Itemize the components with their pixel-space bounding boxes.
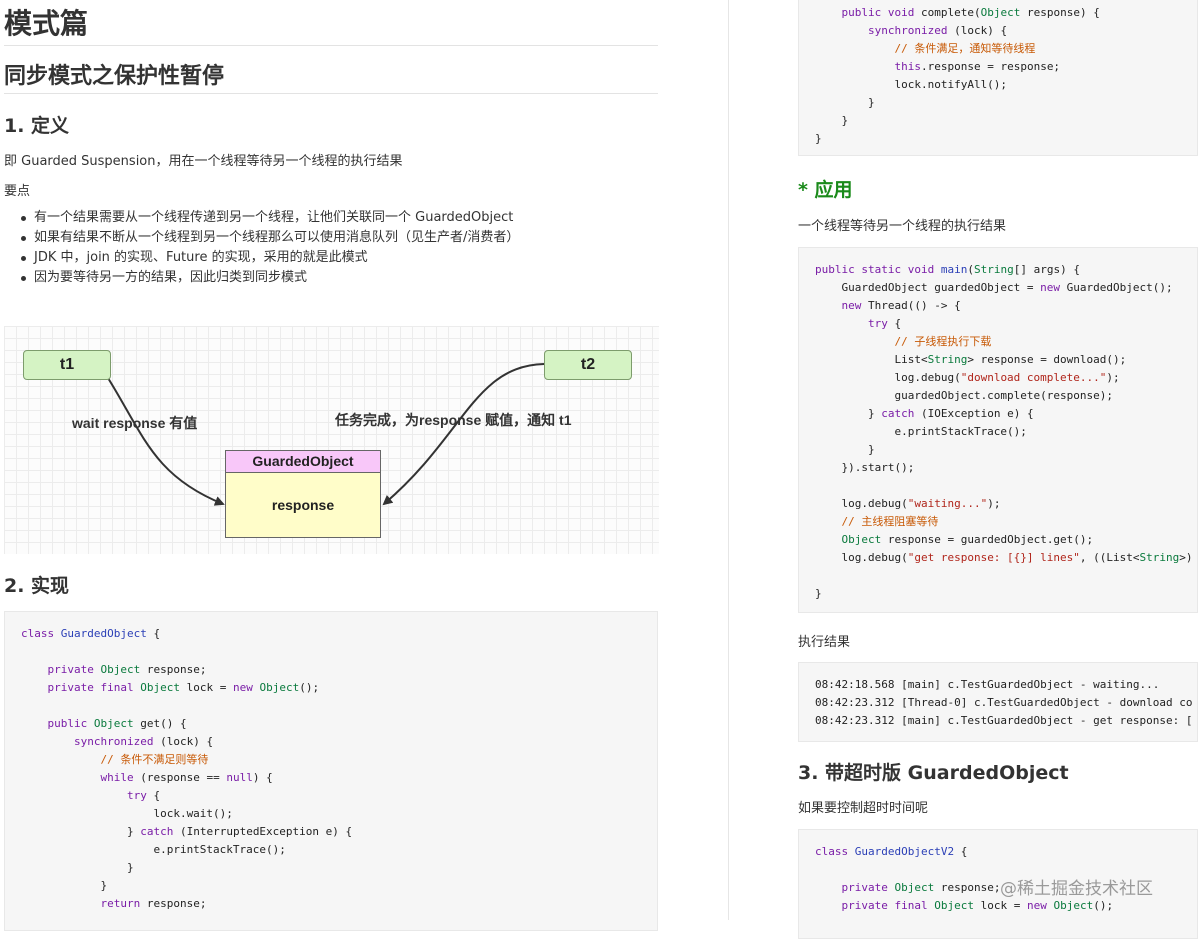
key-points-label: 要点 [4,184,31,199]
output-block: 08:42:18.568 [main] c.TestGuardedObject … [798,662,1198,742]
guarded-suspension-diagram: t1 t2 GuardedObject response wait respon… [4,326,659,554]
code-block-complete: public void complete(Object response) { … [798,0,1198,156]
subtitle-divider [4,93,658,94]
thread-t1-box: t1 [23,350,111,380]
timeout-description: 如果要控制超时时间呢 [798,801,929,816]
page-subtitle: 同步模式之保护性暂停 [4,64,225,89]
title-divider [4,45,658,46]
list-item: 因为要等待另一方的结果，因此归类到同步模式 [20,268,519,288]
list-item: 有一个结果需要从一个线程传递到另一个线程，让他们关联同一个 GuardedObj… [20,208,519,228]
right-page: public void complete(Object response) { … [780,0,1198,939]
code-text: class GuardedObject { private Object res… [21,627,353,910]
list-item: 如果有结果不断从一个线程到另一个线程那么可以使用消息队列（见生产者/消费者） [20,228,519,248]
thread-t2-box: t2 [544,350,632,380]
key-points-list: 有一个结果需要从一个线程传递到另一个线程，让他们关联同一个 GuardedObj… [20,208,519,288]
code-text: public static void main(String[] args) {… [815,263,1193,600]
output-text: 08:42:18.568 [main] c.TestGuardedObject … [815,678,1193,727]
result-label: 执行结果 [798,635,851,650]
guarded-object-field: response [271,497,335,513]
list-item: JDK 中，join 的实现、Future 的实现，采用的就是此模式 [20,248,519,268]
apply-description: 一个线程等待另一个线程的执行结果 [798,219,1007,234]
code-text: public void complete(Object response) { … [815,6,1100,145]
code-block-guarded-object: class GuardedObject { private Object res… [4,611,658,931]
arrow-t1-to-object [107,377,225,506]
label-wait-response: wait response 有值 [72,415,198,431]
guarded-object-header: GuardedObject [226,451,380,473]
code-block-main: public static void main(String[] args) {… [798,247,1198,613]
watermark-text: @稀土掘金技术社区 [1000,879,1153,899]
label-task-complete: 任务完成，为response 赋值，通知 t1 [335,412,572,428]
guarded-object-box: GuardedObject response [225,450,381,538]
section-heading-apply: * 应用 [798,179,853,201]
definition-text: 即 Guarded Suspension，用在一个线程等待另一个线程的执行结果 [4,154,403,169]
diagram-arrows [107,363,545,506]
left-page: 模式篇 同步模式之保护性暂停 1. 定义 即 Guarded Suspensio… [4,7,659,931]
section-heading-timeout: 3. 带超时版 GuardedObject [798,762,1069,784]
section-heading-definition: 1. 定义 [4,115,70,137]
page-divider [728,0,729,920]
section-heading-implementation: 2. 实现 [4,575,70,597]
page-title: 模式篇 [4,7,89,40]
arrow-t2-to-object [382,363,545,506]
code-block-guarded-object-v2: class GuardedObjectV2 { private Object r… [798,829,1198,939]
code-text: class GuardedObjectV2 { private Object r… [815,845,1114,912]
